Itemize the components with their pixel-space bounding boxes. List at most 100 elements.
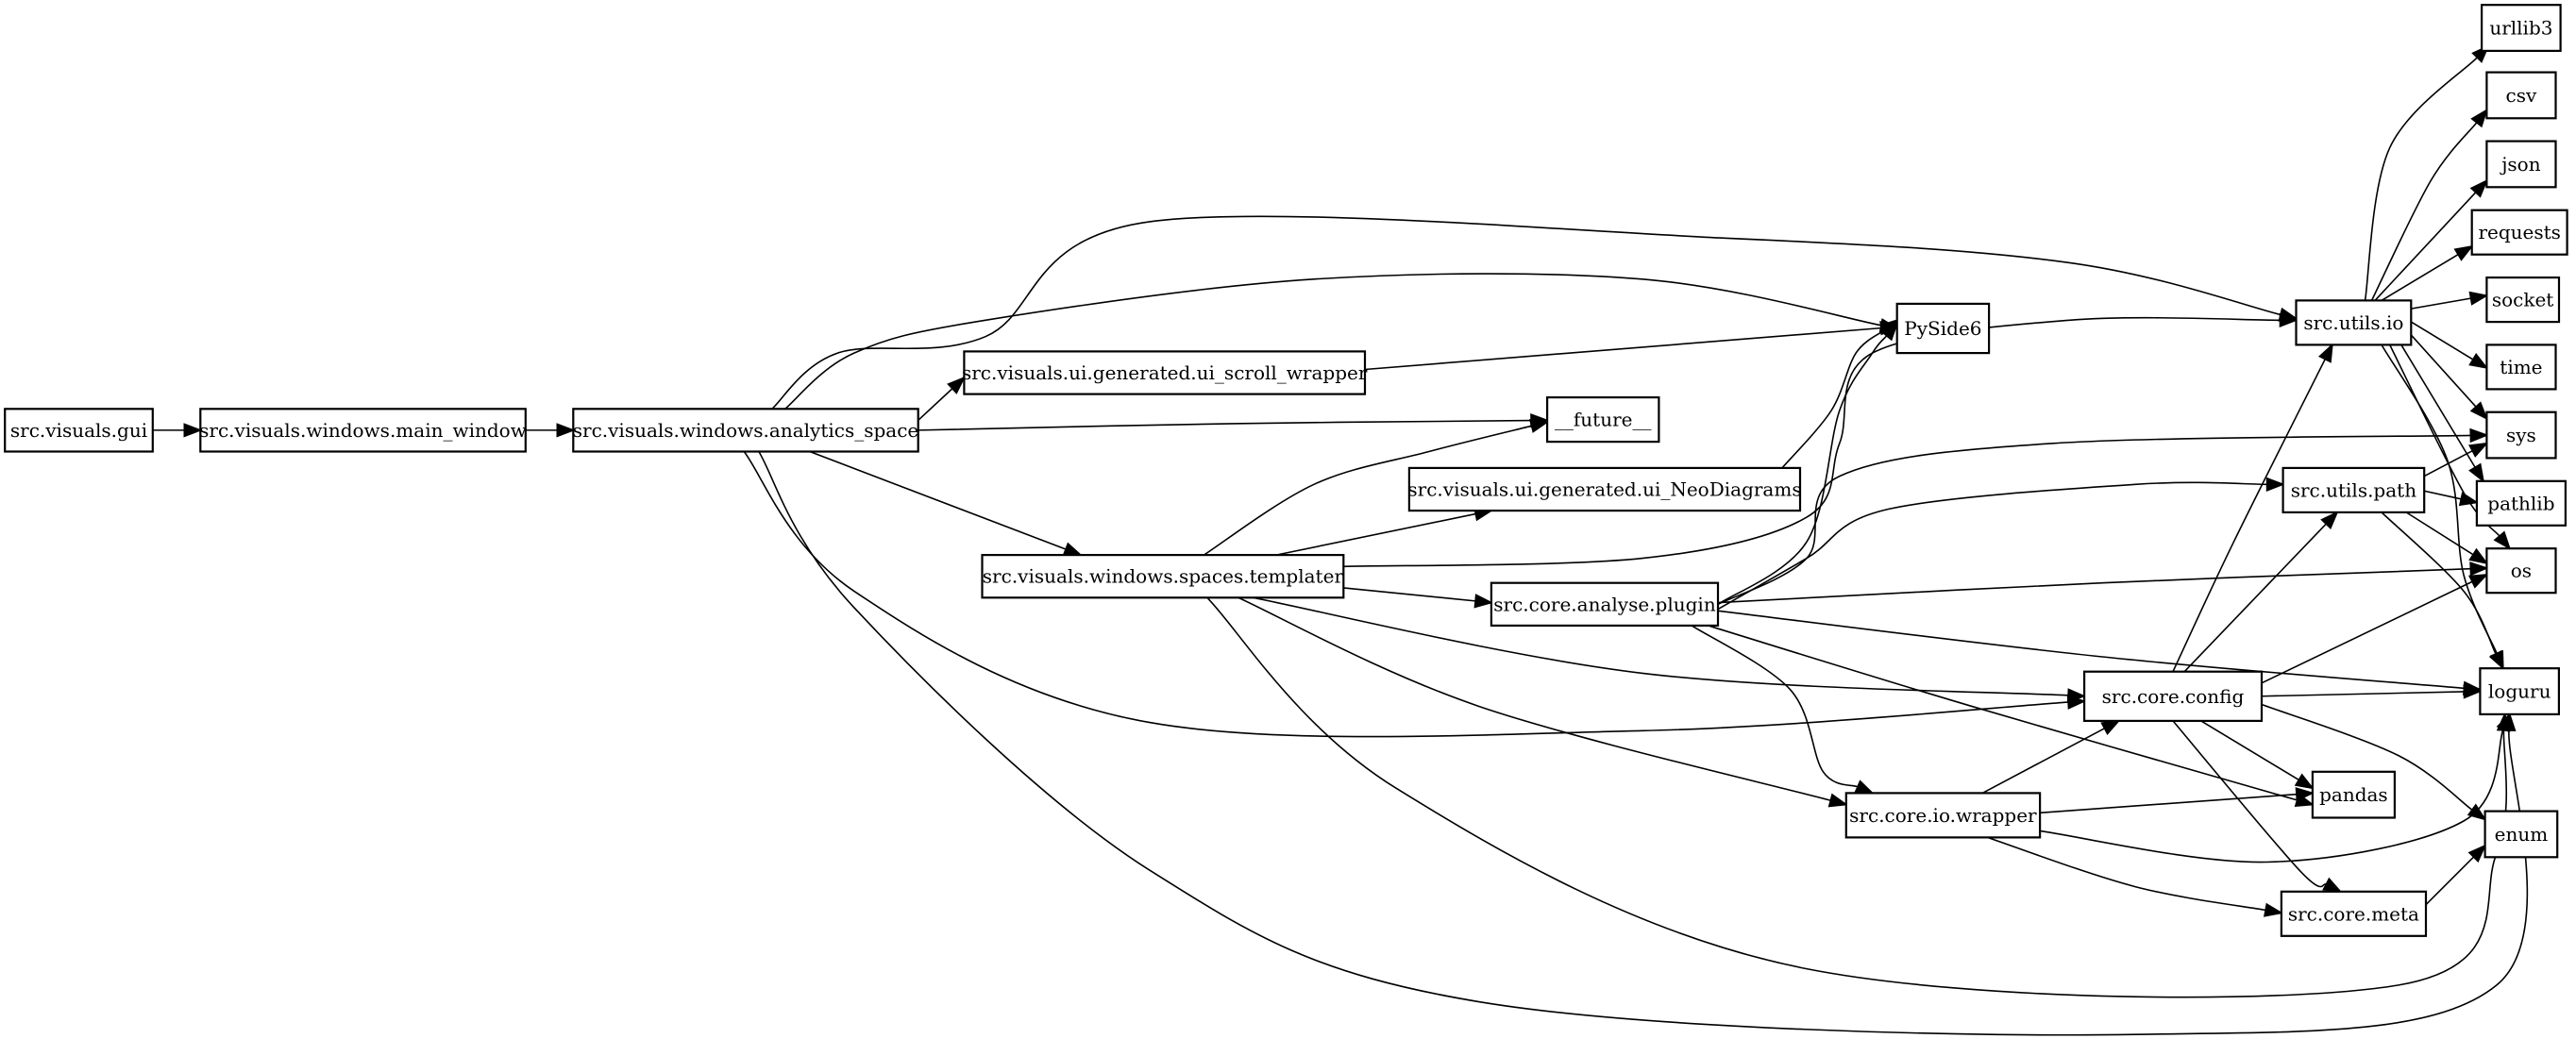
node-box [1844,792,2042,839]
node-label: loguru [2488,680,2551,703]
edge-config-to-os [2261,574,2489,684]
edge-main_window-to-analytics_space [525,423,576,438]
node-label: csv [2506,84,2537,107]
edge-line [1981,728,2105,795]
node-label: __future__ [1555,409,1652,431]
node-label: requests [2478,221,2560,243]
edges-layer [152,44,2529,1036]
node-box [1407,466,1802,512]
arrowhead-icon [2467,803,2487,821]
edge-templater-to-neodiagrams [1275,507,1494,556]
node-label: src.core.io.wrapper [1849,804,2037,827]
node-socket: socket [2485,277,2561,324]
edge-config-to-utils_io [2172,343,2333,673]
node-box [4,408,154,453]
edge-line [2405,511,2474,556]
arrowhead-icon [2467,574,2489,589]
node-label: time [2500,356,2542,378]
edge-analytics_space-to-loguru [758,451,2529,1036]
arrowhead-icon [2322,877,2343,893]
edge-line [2423,450,2473,478]
node-wrapper: src.core.io.wrapper [1844,792,2042,839]
arrowhead-icon [2265,477,2285,492]
edge-line [784,273,1882,410]
edge-line [2424,490,2462,500]
node-label: src.utils.io [2303,311,2403,334]
node-box [963,350,1367,395]
edge-line [1717,335,1888,605]
node-label: socket [2492,289,2554,311]
node-label: src.visuals.windows.main_window [199,419,527,442]
edge-plugin-to-sys [1717,427,2489,606]
node-box [2470,209,2568,256]
arrowhead-icon [2295,787,2315,802]
arrowhead-icon [2320,511,2339,529]
node-box [981,553,1345,599]
edge-templater-to-plugin [1343,587,1494,609]
edge-wrapper-to-meta [1987,836,2284,917]
edge-line [809,450,1067,550]
edge-line [2410,321,2474,360]
node-label: src.visuals.windows.analytics_space [573,419,919,442]
arrowhead-icon [2100,719,2121,736]
edge-analytics_space-to-templater [809,450,1083,556]
edge-line [1343,316,2281,568]
edge-plugin-to-utils_path [1717,477,2285,611]
arrowhead-icon [2318,343,2333,363]
node-box [1895,302,1991,355]
node-box [1490,581,1720,628]
arrowhead-icon [2488,649,2504,671]
edge-config-to-pandas [2200,720,2315,790]
arrowhead-icon [1473,594,1494,609]
arrowhead-icon [2469,401,2488,421]
edge-line [1253,596,2069,696]
edge-templater-to-utils_io [1343,312,2298,568]
node-box [2485,547,2557,595]
edge-config-to-utils_path [2183,511,2339,673]
arrowhead-icon [2469,427,2489,444]
node-label: src.visuals.gui [10,419,147,442]
node-label: sys [2506,424,2536,446]
edge-line [1708,625,2298,801]
edge-line [2183,523,2327,673]
node-box [2083,670,2264,723]
edge-templater-to-config [1253,596,2087,703]
edge-meta-to-enum [2425,844,2487,906]
edge-line [1237,596,1831,801]
edge-line [771,215,2281,410]
edge-line [1275,512,1476,556]
node-requests: requests [2470,209,2568,256]
node-time: time [2485,344,2557,391]
node-label: src.core.analyse.plugin [1493,593,1716,615]
node-box [199,408,527,453]
edge-plugin-to-os [1717,561,2489,604]
node-templater: src.visuals.windows.spaces.templater [981,553,1345,599]
node-meta: src.core.meta [2280,890,2428,937]
edge-line [2261,580,2473,684]
edge-line [2381,511,2497,655]
node-main-window: src.visuals.windows.main_window [199,408,527,453]
edge-line [2381,254,2459,302]
node-box [1545,396,1660,444]
edge-analytics_space-to-future [918,412,1550,431]
arrowhead-icon [2469,561,2489,577]
node-label: pathlib [2487,492,2554,514]
edge-line [2425,856,2475,906]
arrowhead-icon [2264,902,2284,917]
node-json: json [2485,140,2557,189]
node-box [2485,140,2557,189]
arrowhead-icon [1062,542,1083,556]
edge-line [743,451,2069,738]
edge-analytics_space-to-scroll_wrapper [918,376,967,422]
node-box [2479,667,2560,716]
edge-line [2400,344,2476,468]
node-box [2481,4,2562,53]
node-label: os [2511,560,2532,582]
edge-wrapper-to-config [1981,719,2121,795]
edge-utils_path-to-loguru [2381,511,2504,671]
arrowhead-icon [2468,291,2489,306]
edge-line [2261,691,2465,697]
edge-line [1781,329,1885,469]
node-utils-path: src.utils.path [2281,466,2426,513]
